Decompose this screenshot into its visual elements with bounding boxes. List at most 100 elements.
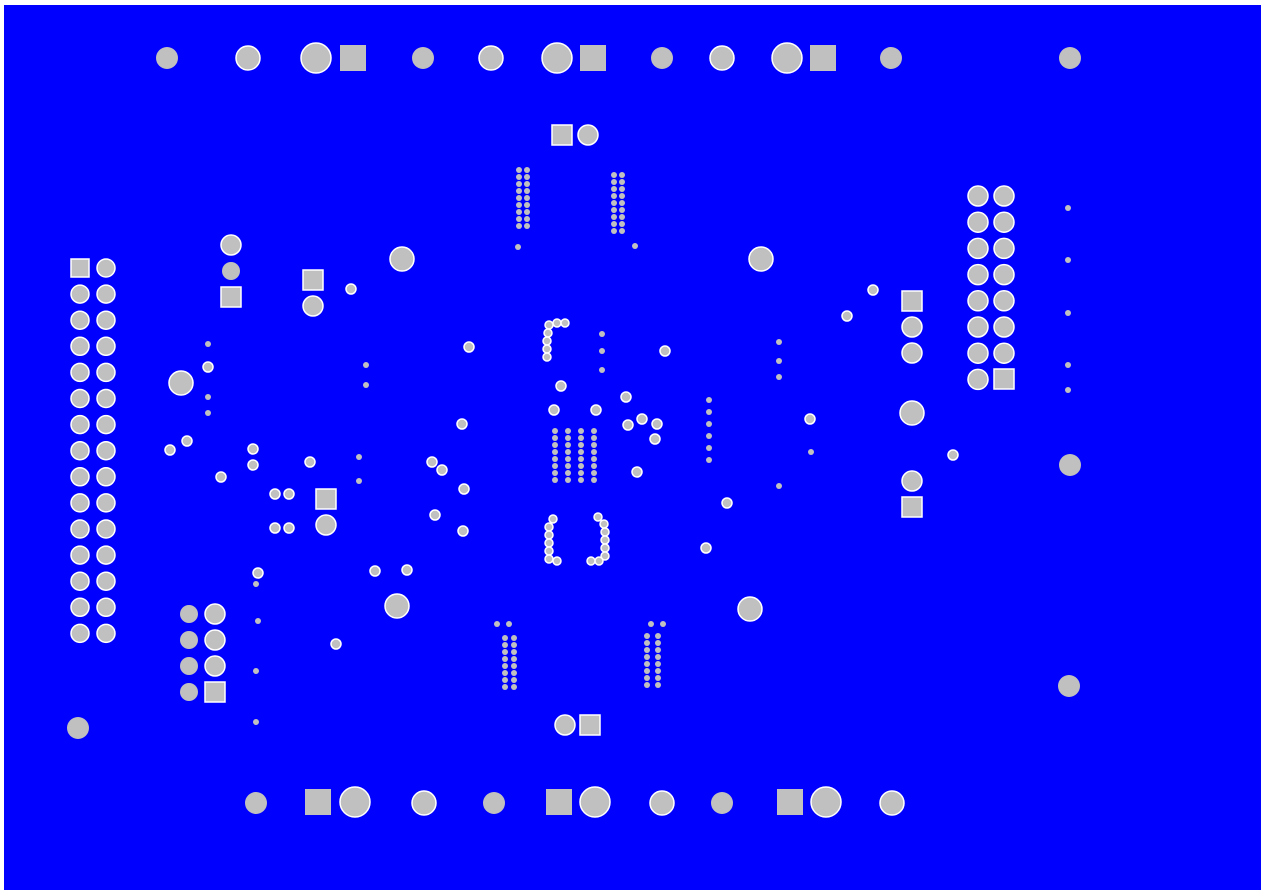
round-pad — [619, 228, 625, 234]
round-pad — [384, 593, 410, 619]
round-pad — [565, 470, 571, 476]
round-pad — [302, 295, 324, 317]
round-pad — [524, 167, 530, 173]
round-pad — [330, 638, 342, 650]
round-pad — [502, 635, 508, 641]
pads-group — [67, 42, 1081, 818]
round-pad — [622, 419, 634, 431]
round-pad — [649, 433, 661, 445]
round-pad — [511, 642, 517, 648]
round-pad — [544, 320, 554, 330]
round-pad — [70, 440, 90, 461]
round-pad — [700, 542, 712, 554]
round-pad — [578, 463, 584, 469]
round-pad — [611, 186, 617, 192]
round-pad — [458, 483, 470, 495]
round-pad — [706, 409, 712, 415]
round-pad — [655, 668, 661, 674]
round-pad — [96, 545, 116, 565]
round-pad — [426, 456, 438, 468]
round-pad — [841, 310, 853, 322]
round-pad — [619, 179, 625, 185]
round-pad — [164, 444, 176, 456]
round-pad — [412, 47, 434, 69]
round-pad — [600, 551, 610, 561]
round-pad — [70, 597, 90, 618]
round-pad — [578, 442, 584, 448]
round-pad — [304, 456, 316, 468]
round-pad — [168, 370, 194, 396]
round-pad — [181, 435, 193, 447]
square-pad — [551, 124, 573, 146]
round-pad — [591, 477, 597, 483]
round-pad — [599, 331, 605, 337]
square-pad — [580, 45, 606, 71]
round-pad — [516, 195, 522, 201]
round-pad — [96, 623, 116, 644]
round-pad — [255, 618, 261, 624]
round-pad — [269, 522, 281, 534]
square-pad — [810, 45, 836, 71]
round-pad — [205, 394, 211, 400]
round-pad — [967, 342, 989, 364]
round-pad — [611, 179, 617, 185]
round-pad — [516, 188, 522, 194]
round-pad — [644, 668, 650, 674]
round-pad — [967, 185, 989, 207]
round-pad — [810, 786, 842, 818]
round-pad — [502, 656, 508, 662]
round-pad — [611, 214, 617, 220]
round-pad — [737, 596, 763, 622]
round-pad — [611, 221, 617, 227]
round-pad — [706, 433, 712, 439]
round-pad — [96, 597, 116, 618]
round-pad — [619, 193, 625, 199]
round-pad — [578, 449, 584, 455]
round-pad — [591, 435, 597, 441]
round-pad — [70, 388, 90, 409]
round-pad — [502, 684, 508, 690]
round-pad — [96, 571, 116, 591]
round-pad — [180, 657, 198, 675]
round-pad — [591, 442, 597, 448]
round-pad — [555, 380, 567, 392]
round-pad — [70, 623, 90, 644]
round-pad — [215, 471, 227, 483]
round-pad — [516, 223, 522, 229]
round-pad — [619, 172, 625, 178]
round-pad — [552, 449, 558, 455]
round-pad — [611, 207, 617, 213]
round-pad — [993, 185, 1015, 207]
round-pad — [655, 640, 661, 646]
round-pad — [401, 564, 413, 576]
square-pad — [993, 368, 1015, 390]
round-pad — [96, 414, 116, 435]
round-pad — [252, 567, 264, 579]
square-pad — [546, 789, 572, 815]
round-pad — [655, 633, 661, 639]
round-pad — [899, 400, 925, 426]
round-pad — [706, 397, 712, 403]
round-pad — [67, 717, 89, 739]
round-pad — [552, 556, 562, 566]
round-pad — [220, 234, 242, 256]
square-pad — [579, 714, 601, 736]
round-pad — [429, 509, 441, 521]
square-pad — [315, 488, 337, 510]
round-pad — [706, 457, 712, 463]
round-pad — [511, 684, 517, 690]
round-pad — [70, 519, 90, 539]
round-pad — [70, 310, 90, 330]
round-pad — [524, 223, 530, 229]
square-pad — [901, 496, 923, 518]
round-pad — [180, 683, 198, 701]
round-pad — [644, 675, 650, 681]
round-pad — [620, 391, 632, 403]
round-pad — [552, 470, 558, 476]
round-pad — [511, 677, 517, 683]
round-pad — [205, 341, 211, 347]
round-pad — [411, 790, 437, 816]
round-pad — [552, 442, 558, 448]
round-pad — [548, 514, 558, 524]
round-pad — [511, 635, 517, 641]
